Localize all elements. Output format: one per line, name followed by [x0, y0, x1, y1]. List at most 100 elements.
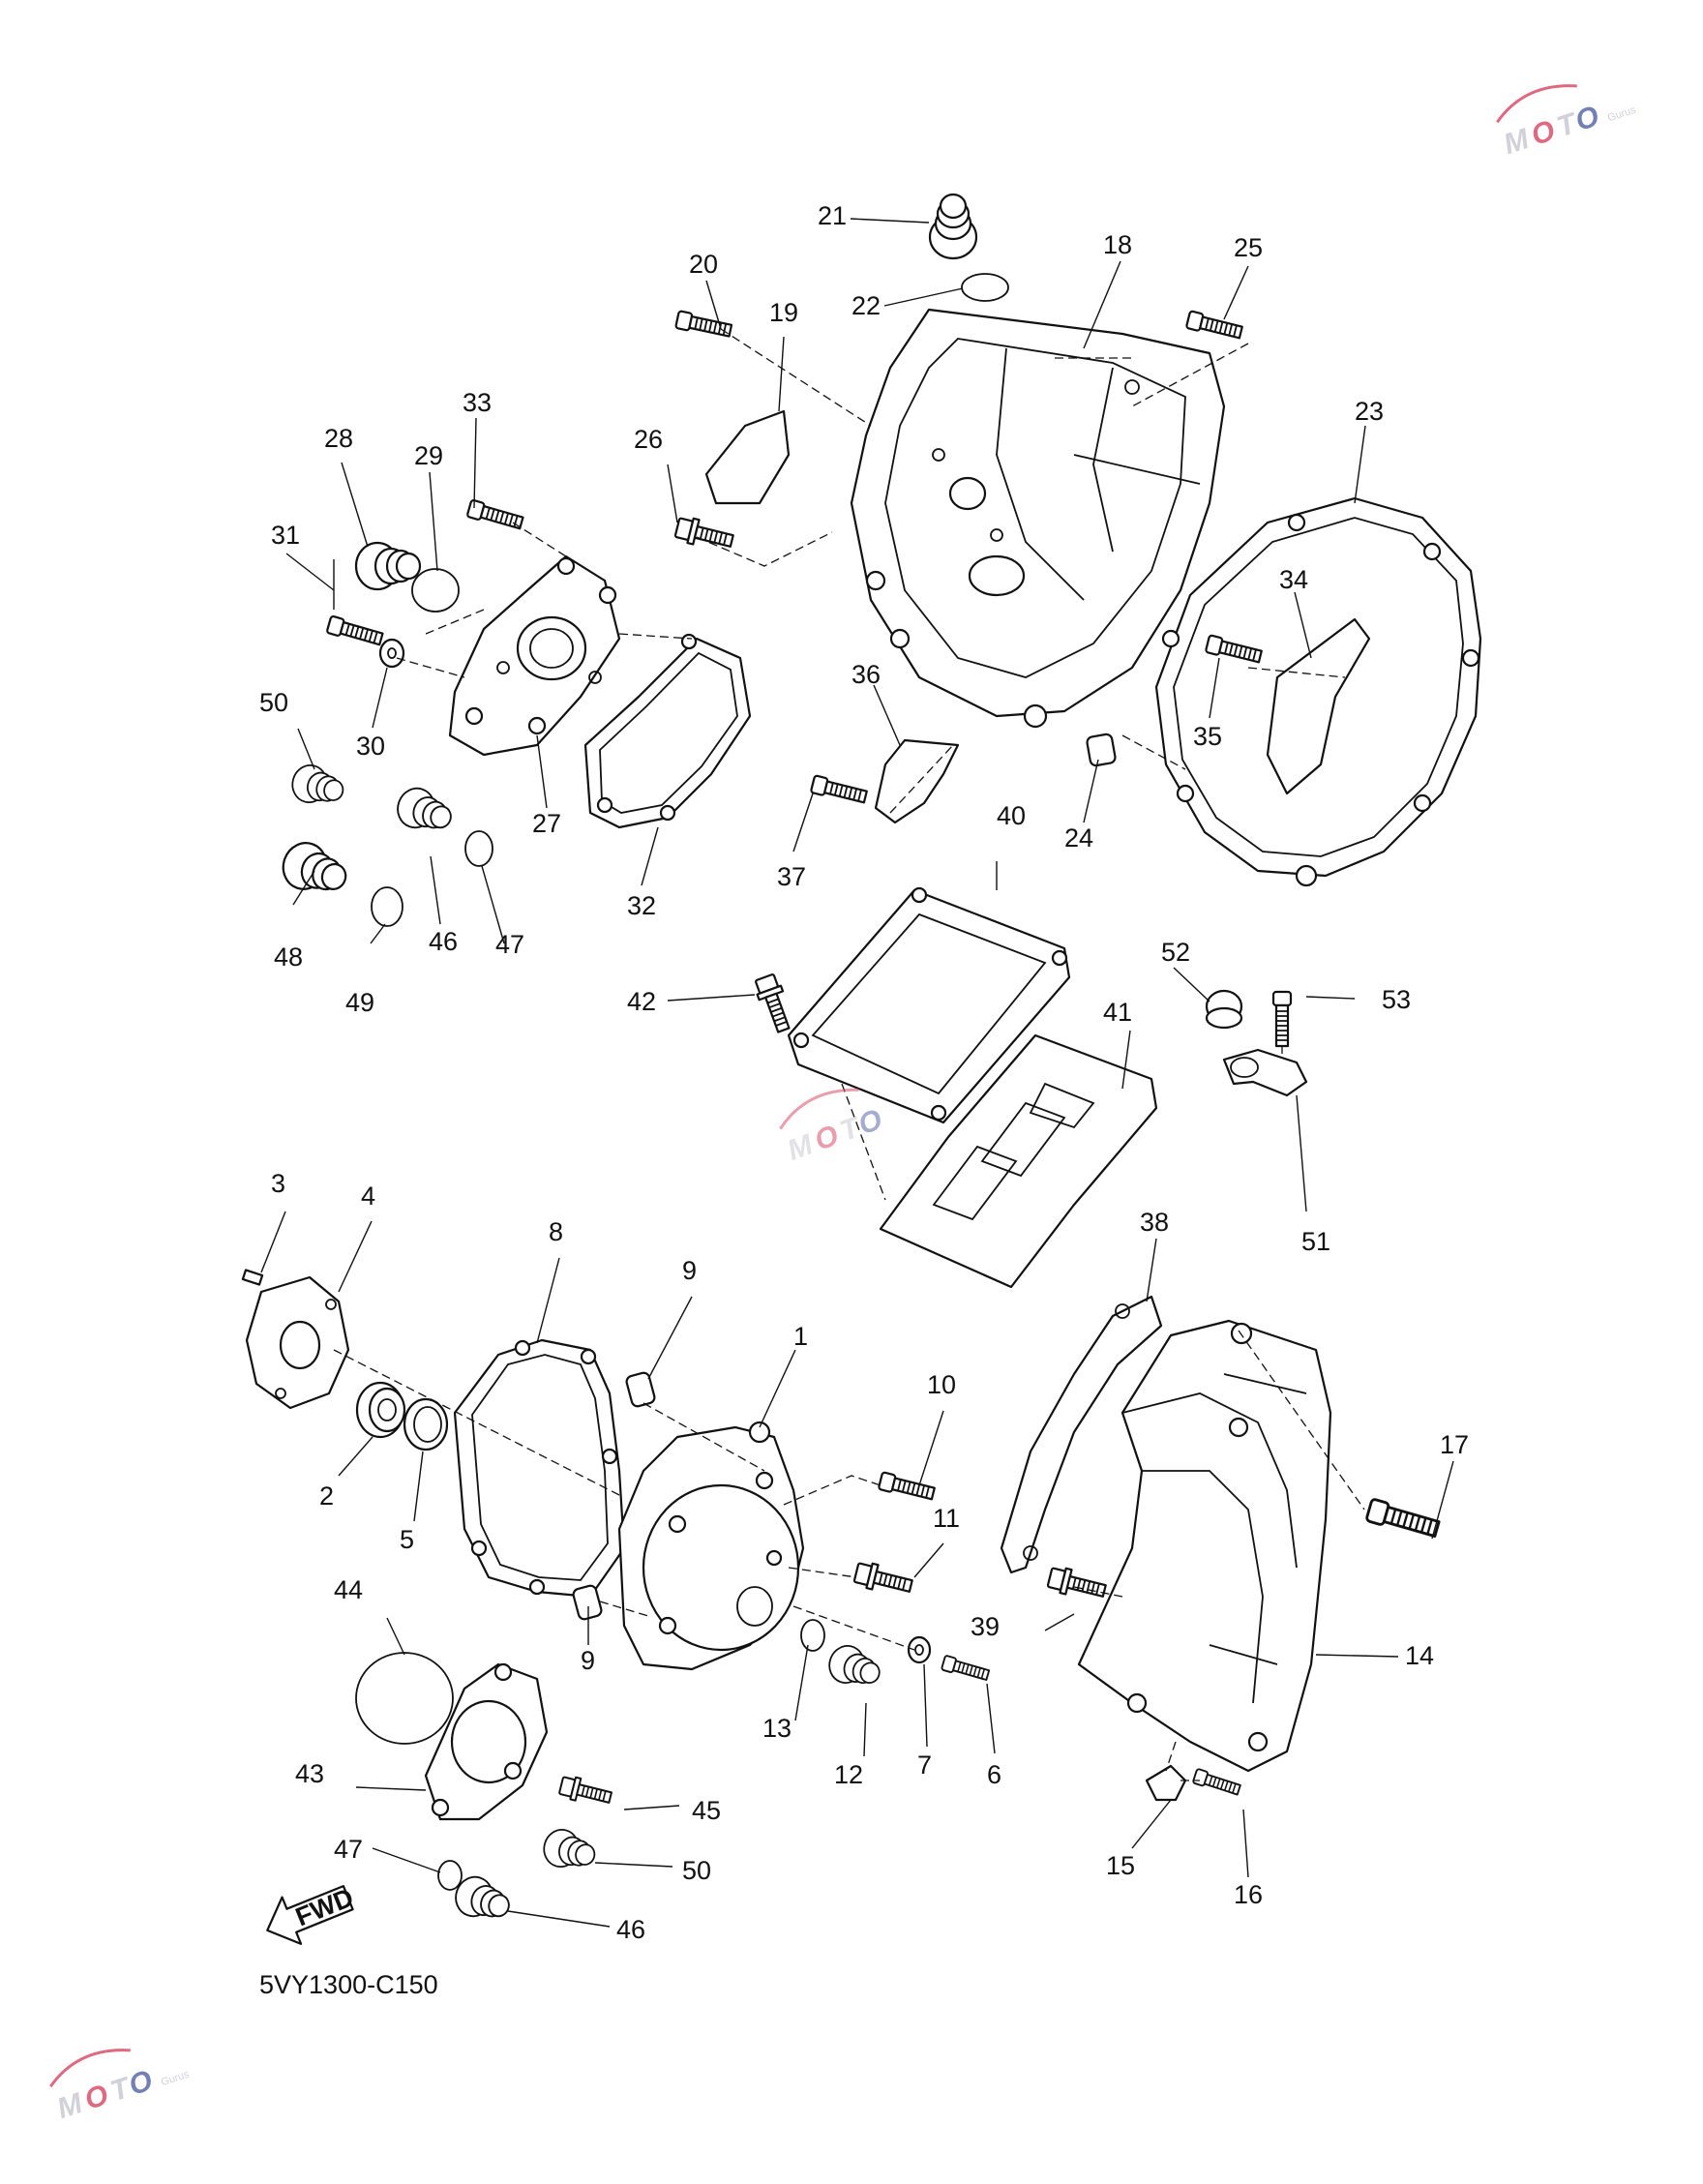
- svg-text:Gurus: Gurus: [160, 2069, 192, 2089]
- bolt-6: [940, 1654, 991, 1684]
- svg-text:Gurus: Gurus: [1606, 105, 1638, 125]
- fwd-label: FWD: [291, 1883, 357, 1932]
- assembly-line-upper-b: [396, 522, 693, 678]
- bearing-2: [355, 1381, 406, 1439]
- callout-50-upper: 50: [259, 688, 288, 717]
- callout-31: 31: [271, 521, 300, 550]
- o-ring-13: [800, 1619, 825, 1652]
- bolt-42: [751, 972, 797, 1036]
- o-ring-47-upper: [464, 830, 493, 867]
- bolt-33: [465, 498, 525, 533]
- callout-21: 21: [818, 201, 847, 230]
- gasket-32: [583, 633, 752, 829]
- callout-37: 37: [777, 862, 806, 891]
- callout-50-lower: 50: [682, 1856, 711, 1885]
- cover-43: [424, 1662, 549, 1821]
- callout-6: 6: [987, 1760, 1001, 1789]
- cover-38: [1000, 1295, 1163, 1574]
- plug-48: [276, 835, 354, 904]
- watermark-logo-top-right: M O T O Gurus: [1496, 84, 1638, 161]
- callout-11: 11: [933, 1504, 960, 1533]
- washer-7: [907, 1635, 932, 1664]
- callout-49: 49: [345, 988, 374, 1017]
- assembly-line-lower-right: [1073, 1330, 1365, 1781]
- bracket-51: [1222, 1048, 1308, 1097]
- crankcase-cover-18: [850, 308, 1226, 729]
- o-ring-22: [961, 273, 1009, 302]
- svg-text:O: O: [1528, 114, 1559, 152]
- cover-bracket-34: [1266, 617, 1371, 795]
- callout-24: 24: [1064, 823, 1093, 853]
- gasket-8: [453, 1338, 626, 1599]
- bolt-25: [1184, 310, 1244, 343]
- callout-34: 34: [1279, 565, 1308, 594]
- plug-50-lower: [539, 1825, 600, 1876]
- plug-28: [354, 541, 422, 591]
- bolt-10: [877, 1471, 937, 1504]
- sprocket-cover-14: [1077, 1319, 1332, 1773]
- callout-35: 35: [1193, 722, 1222, 751]
- stator-cover-1: [617, 1421, 805, 1671]
- rotor-plate-4: [245, 1275, 350, 1410]
- callout-9-upper: 9: [682, 1256, 697, 1285]
- assembly-line-lower-left: [333, 1349, 915, 1651]
- bolt-26: [672, 514, 736, 554]
- callout-10: 10: [927, 1370, 956, 1399]
- callout-32: 32: [627, 891, 656, 920]
- svg-text:M: M: [53, 2087, 87, 2125]
- cover-40: [787, 886, 1071, 1124]
- assembly-line-upper-a: [696, 328, 1346, 814]
- callout-5: 5: [400, 1525, 414, 1554]
- bracket-36: [874, 738, 960, 824]
- callout-40: 40: [997, 801, 1026, 830]
- callout-18: 18: [1103, 230, 1132, 259]
- bolt-53: [1271, 990, 1293, 1048]
- assembly-line-middle: [841, 1045, 1283, 1201]
- washer-30: [378, 638, 405, 669]
- o-ring-49: [371, 886, 403, 927]
- callout-14: 14: [1405, 1641, 1434, 1670]
- pickup-cover-27: [448, 554, 621, 757]
- bolt-20: [674, 310, 733, 341]
- callout-47-lower: 47: [334, 1835, 363, 1864]
- callout-22: 22: [852, 291, 881, 320]
- callout-19: 19: [769, 298, 798, 327]
- callout-13: 13: [762, 1714, 792, 1743]
- bracket-19: [704, 409, 791, 505]
- watermark-logo-bottom-left: M O T O Gurus: [49, 2049, 192, 2125]
- callout-51: 51: [1301, 1227, 1330, 1256]
- callout-12: 12: [834, 1760, 863, 1789]
- callout-17: 17: [1440, 1430, 1469, 1459]
- grommet-52: [1205, 989, 1243, 1030]
- watermark-brand: M: [1500, 123, 1534, 161]
- leader-lines: [260, 218, 1454, 1928]
- bolt-39: [1045, 1564, 1109, 1604]
- bolt-17: [1364, 1497, 1442, 1541]
- callout-7: 7: [917, 1750, 932, 1780]
- callout-4: 4: [361, 1182, 375, 1211]
- oil-filler-plug-21: [928, 193, 978, 260]
- plug-46-upper: [391, 782, 459, 840]
- bolt-16: [1191, 1767, 1242, 1798]
- bolt-45: [557, 1773, 614, 1810]
- callout-43: 43: [295, 1759, 324, 1788]
- callout-45: 45: [692, 1796, 721, 1825]
- pin-3: [241, 1269, 264, 1286]
- callout-25: 25: [1234, 233, 1263, 262]
- callout-47-upper: 47: [495, 930, 524, 959]
- o-ring-29: [411, 568, 460, 613]
- dowel-24: [1086, 733, 1117, 767]
- callout-8: 8: [549, 1217, 563, 1246]
- callout-46-lower: 46: [616, 1915, 645, 1944]
- callout-30: 30: [356, 732, 385, 761]
- callout-9-lower: 9: [581, 1646, 595, 1675]
- o-ring-47-lower: [437, 1860, 463, 1891]
- oil-seal-5: [403, 1397, 449, 1451]
- svg-text:O: O: [81, 2079, 112, 2116]
- callout-42: 42: [627, 987, 656, 1016]
- gasket-41: [879, 1033, 1158, 1289]
- callout-26: 26: [634, 425, 663, 454]
- callout-44: 44: [334, 1575, 363, 1604]
- callout-23: 23: [1355, 397, 1384, 426]
